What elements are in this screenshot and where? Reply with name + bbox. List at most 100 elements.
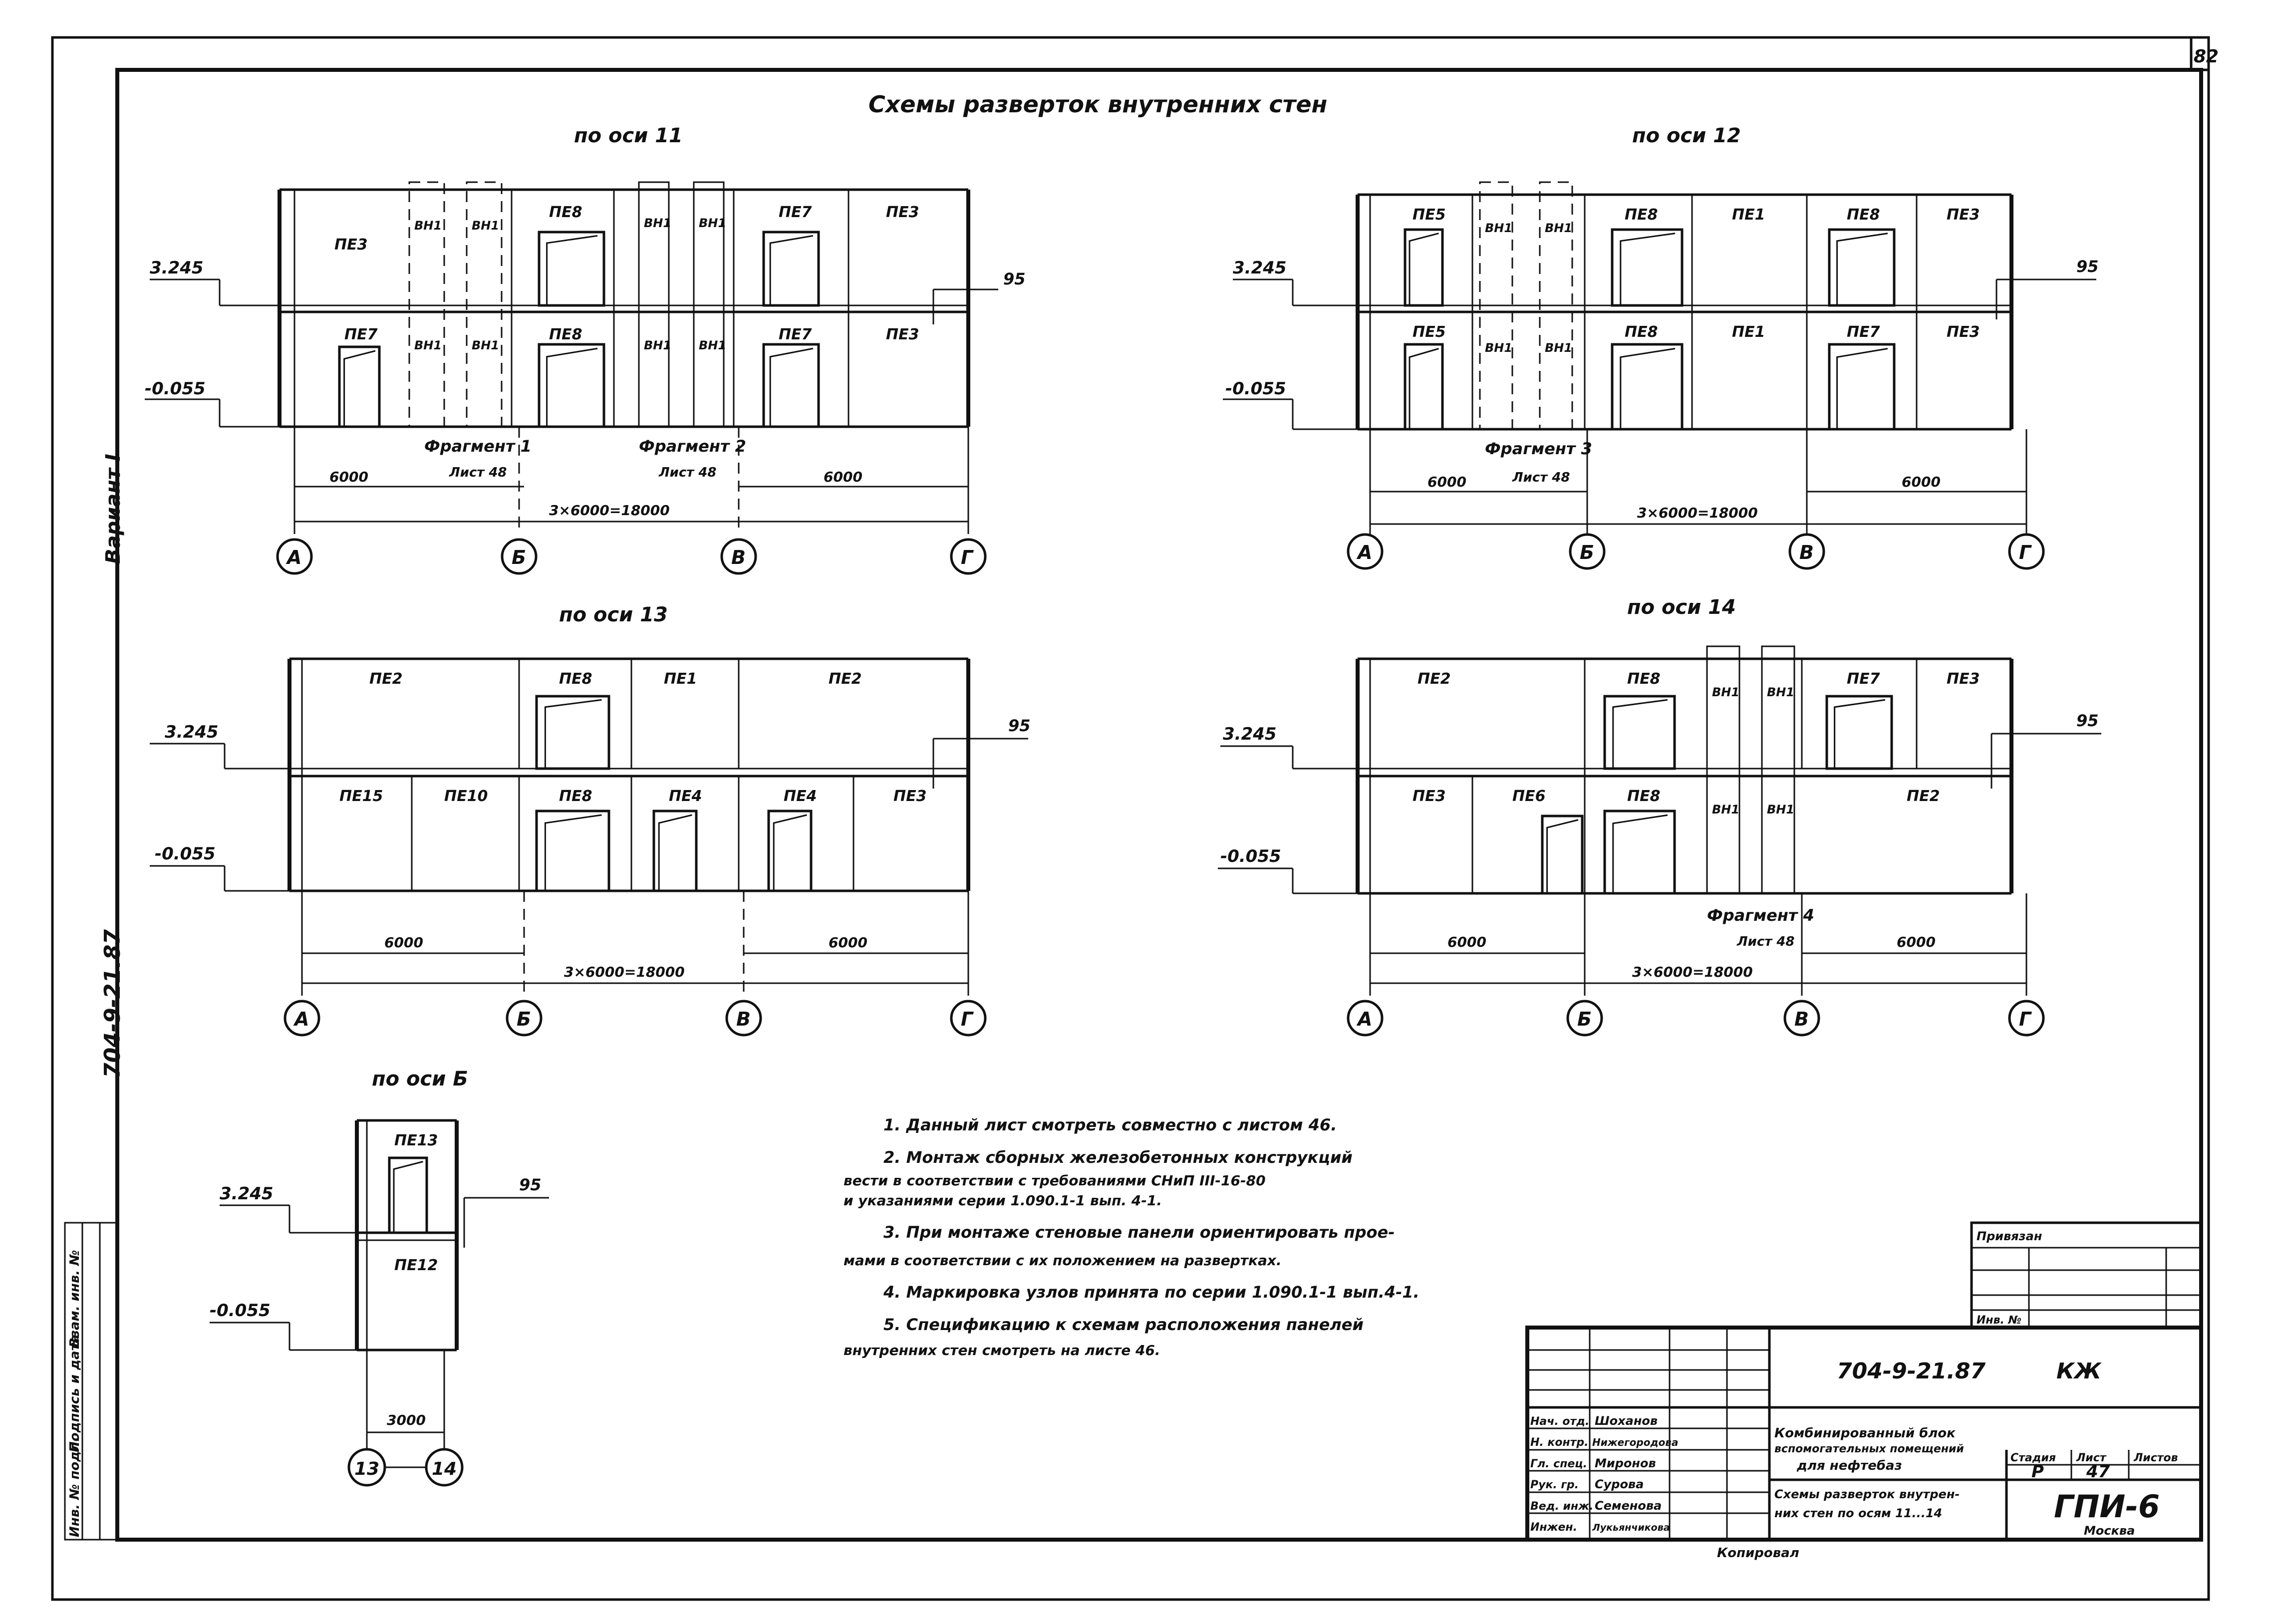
panel-label: ПЕ3 [334, 236, 367, 254]
opening-leaf [393, 1161, 423, 1233]
panel-label: ПЕ8 [559, 788, 592, 805]
view-axis-14: по оси 14 ПЕ2 ПЕ8 ВН1 ВН1 ПЕ7 ПЕ3 ПЕ3 ПЕ… [1218, 596, 2101, 1037]
staff-role: Рук. гр. [1530, 1479, 1579, 1491]
opening-leaf [658, 814, 692, 891]
panel-label: ПЕ4 [669, 788, 702, 805]
axis-bubble: Г [961, 546, 974, 568]
level-lower: -0.055 [145, 379, 206, 399]
staff-name: Нижегородова [1592, 1436, 1679, 1448]
level-lower: -0.055 [210, 1301, 271, 1321]
binding-table: Привязан Инв. № [1970, 1221, 2203, 1329]
panel-label: ПЕ2 [1907, 788, 1940, 805]
sheet-title-line: них стен по осям 11...14 [1774, 1506, 1942, 1520]
panel-label: ПЕ4 [784, 788, 817, 805]
level-upper: 3.245 [1223, 724, 1277, 744]
opening-leaf [1620, 348, 1676, 429]
stage-value: Р [2031, 1462, 2044, 1482]
leader-label: 95 [1003, 270, 1026, 288]
view-title: по оси 14 [1627, 596, 1736, 619]
level-lower: -0.055 [155, 844, 216, 864]
panel-label: ПЕ15 [339, 788, 383, 805]
opening-leaf [1612, 814, 1668, 893]
note-line: 2. Монтаж сборных железобетонных констру… [883, 1148, 1353, 1167]
axis-bubble: Б [1580, 541, 1594, 563]
project-line: Комбинированный блок [1774, 1426, 1956, 1441]
panel-label: ПЕ7 [1847, 670, 1880, 688]
axis-bubble: А [293, 1008, 309, 1030]
panel-label: ПЕ5 [1413, 206, 1445, 224]
opening-leaf [1612, 699, 1668, 769]
opening-leaf [1546, 819, 1579, 893]
view-title: по оси 13 [559, 603, 668, 626]
axis-bubble: В [1794, 1008, 1809, 1030]
staff-role: Н. контр. [1530, 1436, 1589, 1449]
fragment-sheet: Лист 48 [1736, 934, 1795, 949]
panel-label: ВН1 [1767, 685, 1794, 699]
fragment-sheet: Лист 48 [1512, 470, 1570, 485]
staff-role: Инжен. [1530, 1521, 1577, 1534]
panel-label: ПЕ8 [1627, 788, 1660, 805]
sheet-title-line: Схемы разверток внутрен- [1774, 1487, 1960, 1501]
axis-bubble: 14 [432, 1459, 457, 1479]
org-name: ГПИ-6 [2054, 1488, 2160, 1525]
panel-label: ВН1 [1545, 221, 1572, 235]
panel-label: ПЕ3 [1947, 323, 1980, 341]
dim-text: 6000 [1447, 934, 1486, 950]
panel-label: ПЕ8 [1847, 206, 1880, 224]
level-upper: 3.245 [165, 722, 219, 742]
note-line: и указаниями серии 1.090.1-1 вып. 4-1. [844, 1192, 1162, 1209]
inventory-label: Инв. № [1977, 1314, 2021, 1327]
staff-name: Шоханов [1595, 1414, 1658, 1428]
axis-bubble: А [285, 546, 301, 568]
fragment-label: Фрагмент 1 [424, 437, 532, 456]
view-title: по оси Б [372, 1068, 468, 1090]
sheet-value: 47 [2086, 1462, 2110, 1482]
panel-label: ПЕ8 [1627, 670, 1660, 688]
note-line: вести в соответствии с требованиями СНиП… [844, 1172, 1266, 1189]
opening-leaf [544, 699, 602, 769]
panel-label: ПЕ7 [1847, 323, 1880, 341]
page-number-box [2190, 37, 2209, 71]
opening-leaf [773, 814, 807, 891]
note-line: 1. Данный лист смотреть совместно с лист… [883, 1115, 1337, 1134]
panel-label: ВН1 [414, 338, 442, 352]
panel-label: ВН1 [699, 338, 726, 352]
panel-label: ПЕ1 [1732, 206, 1765, 224]
panel-label: ПЕ5 [1413, 323, 1445, 341]
axis-bubble: В [736, 1008, 751, 1030]
opening-leaf [343, 350, 376, 427]
panel-label: ПЕ2 [829, 670, 861, 688]
view-axis-12: по оси 12 ПЕ5 ВН1 ВН1 ПЕ8 ПЕ1 ПЕ8 ПЕ3 ПЕ… [1223, 124, 2099, 570]
dim-text: 6000 [1427, 474, 1466, 490]
project-line: для нефтебаз [1796, 1458, 1902, 1473]
opening-leaf [1834, 699, 1886, 769]
panel-label: ПЕ2 [369, 670, 402, 688]
leader-label: 95 [519, 1175, 542, 1194]
view-title: по оси 11 [574, 124, 683, 147]
view-axis-11: по оси 11 ПЕ3 ВН1 ВН1 ПЕ8 ВН1 ВН1 ПЕ7 ПЕ… [145, 124, 1026, 575]
leader-label: 95 [2076, 711, 2099, 730]
note-line: 3. При монтаже стеновые панели ориентиро… [883, 1223, 1395, 1242]
staff-role: Вед. инж. [1530, 1500, 1593, 1513]
panel-label: ПЕ13 [394, 1132, 438, 1149]
axis-bubble: Г [2019, 541, 2032, 563]
dim-total: 3×6000=18000 [564, 964, 685, 980]
panel-label: ВН1 [644, 338, 671, 352]
panel-label: ПЕ1 [1732, 323, 1765, 341]
copied-label: Копировал [1717, 1546, 1799, 1561]
panel-label: ВН1 [472, 219, 499, 233]
dim-text: 6000 [1897, 934, 1936, 950]
fragment-sheet: Лист 48 [449, 465, 507, 480]
panel-label: ВН1 [1485, 341, 1512, 355]
panel-label: ПЕ8 [1625, 323, 1658, 341]
panel-label: ПЕ3 [886, 204, 919, 221]
project-line: вспомогательных помещений [1774, 1443, 1964, 1455]
side-col-1: Инв. № подл. [67, 1437, 82, 1537]
panel-label: ПЕ8 [1625, 206, 1658, 224]
axis-bubble: А [1356, 541, 1372, 563]
side-code: 704-9-21.87 [100, 929, 125, 1078]
opening-leaf [769, 347, 814, 427]
page-number: 82 [2194, 46, 2219, 67]
main-title: Схемы разверток внутренних стен [868, 91, 1327, 118]
